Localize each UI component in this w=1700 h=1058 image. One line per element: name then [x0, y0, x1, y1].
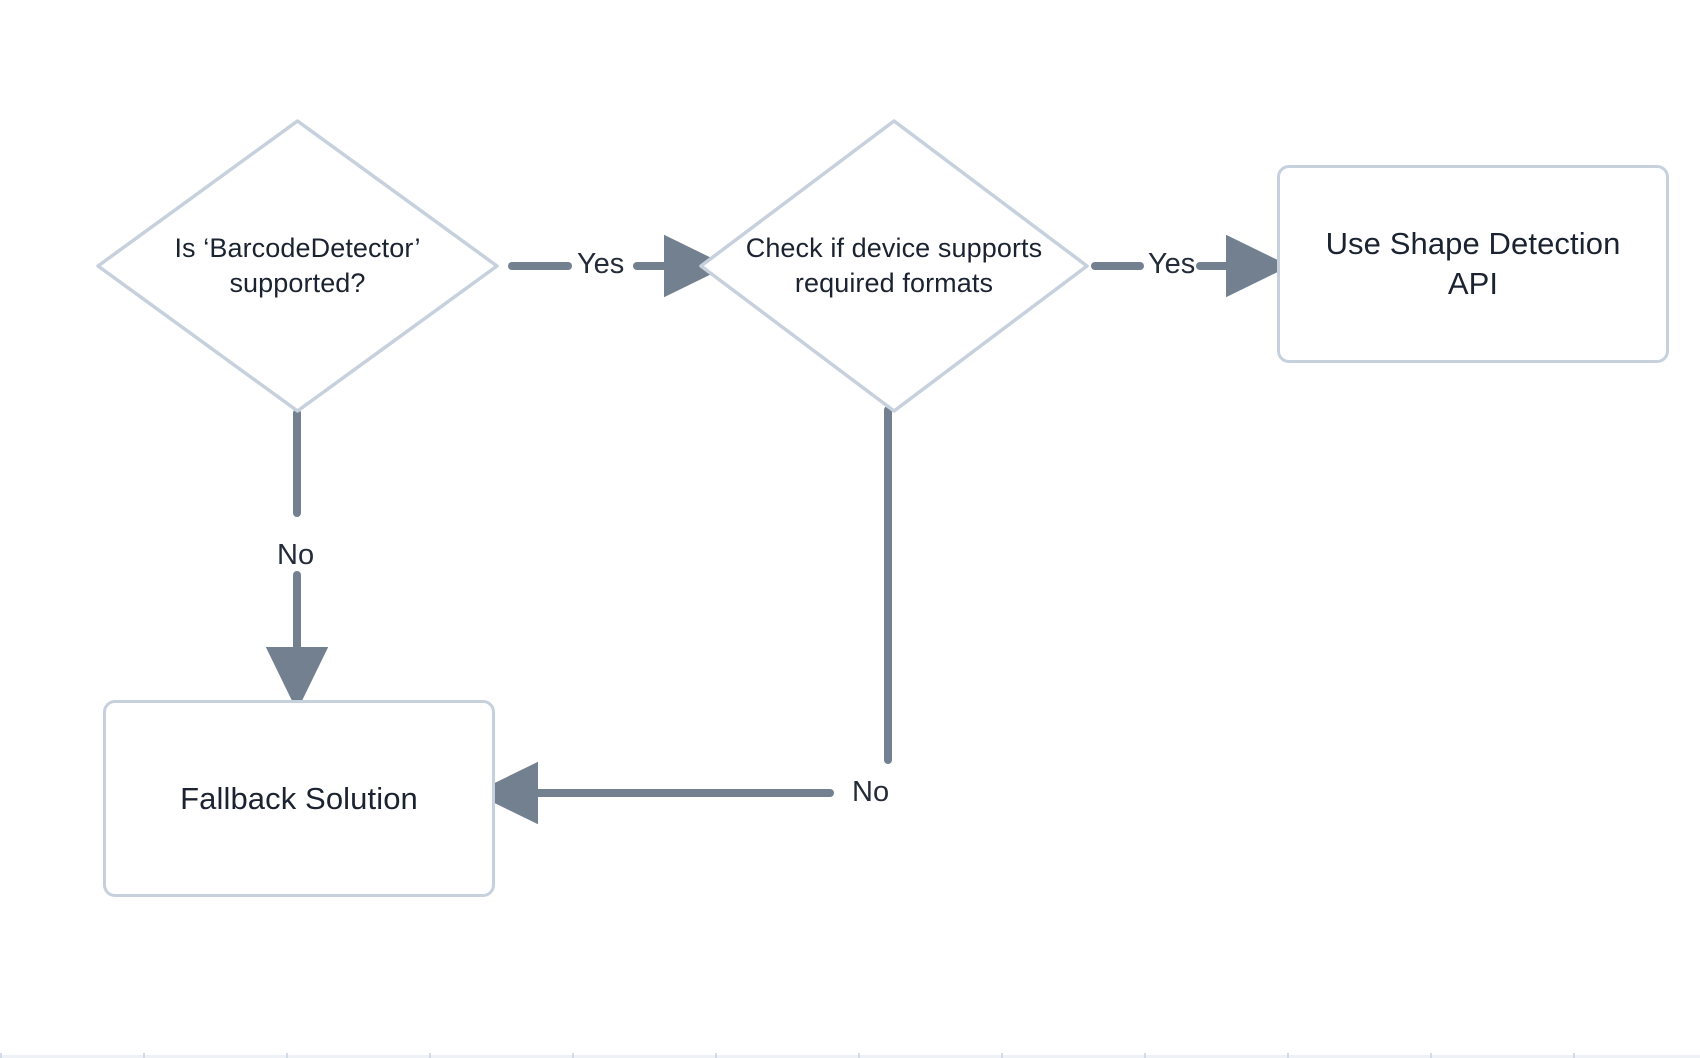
node-label-check-device-formats: Check if device supports required format… [745, 233, 1043, 298]
edge-label-supported-no: No [277, 539, 315, 571]
edge-label-formats-no: No [852, 776, 890, 808]
node-is-barcodedetector-supported[interactable]: Is ‘BarcodeDetector’ supported? [95, 118, 500, 414]
node-use-shape-detection-api[interactable]: Use Shape Detection API [1277, 165, 1669, 363]
edge-label-formats-yes: Yes [1148, 248, 1196, 280]
node-fallback-solution[interactable]: Fallback Solution [103, 700, 495, 897]
node-label-fallback-solution: Fallback Solution [180, 780, 418, 816]
edge-formats-no [474, 406, 892, 825]
node-label-use-shape-detection-api: Use Shape Detection API [1325, 226, 1621, 301]
diamond-shape-icon [96, 119, 499, 413]
bottom-ruler-ticks [0, 1053, 1700, 1058]
node-label-is-barcodedetector-supported: Is ‘BarcodeDetector’ supported? [174, 233, 421, 298]
diamond-shape-icon [699, 119, 1089, 413]
node-check-device-formats[interactable]: Check if device supports required format… [698, 118, 1090, 414]
edge-label-supported-yes: Yes [577, 248, 625, 280]
